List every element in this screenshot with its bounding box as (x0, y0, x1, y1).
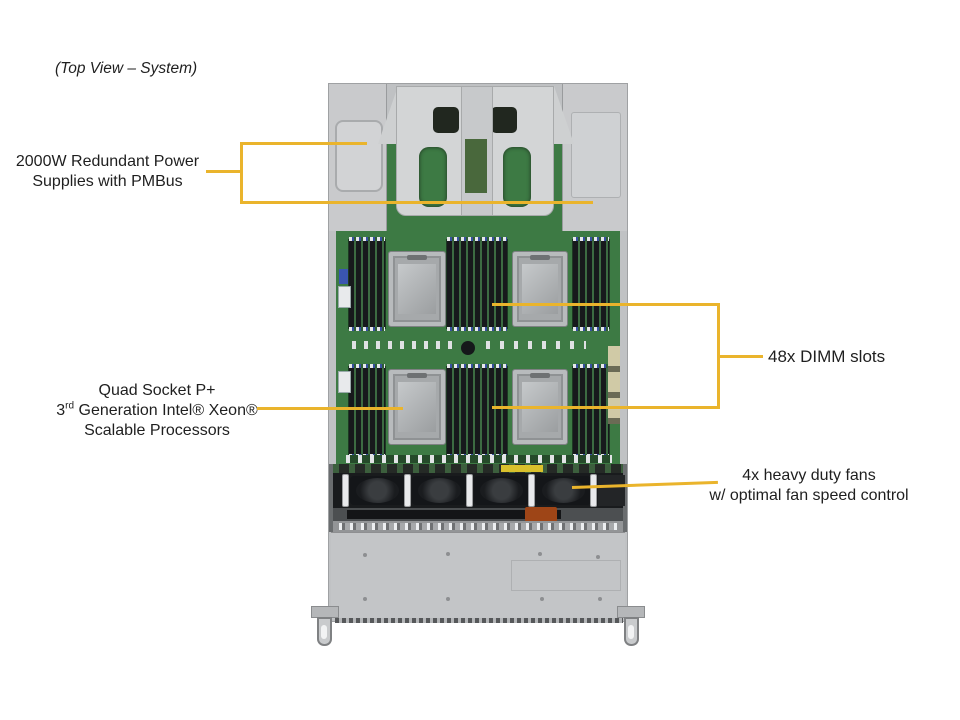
backplane-clip-row (333, 521, 623, 532)
board-components-row-left (352, 341, 452, 349)
fan-board-edge (333, 464, 623, 473)
board-chip (461, 341, 475, 355)
psu-label-line1: 2000W Redundant Power (15, 153, 200, 170)
dimm-callout-top (492, 303, 720, 306)
riser-slots (608, 346, 620, 424)
page-title: (Top View – System) (55, 60, 198, 77)
psu-label: 2000W Redundant Power Supplies with PMBu… (5, 152, 210, 192)
cpu-label-line1: Quad Socket P+ (98, 382, 216, 399)
front-cover (331, 532, 625, 619)
fan-bracket-3 (466, 474, 473, 507)
dimm-bank-top-right (572, 237, 610, 331)
motherboard (336, 231, 620, 464)
psu-bay-left-recess (335, 120, 383, 192)
fan-module-1 (350, 476, 405, 505)
cpu-socket-1 (388, 251, 446, 327)
fan-bracket-5 (590, 474, 597, 507)
screw (596, 555, 600, 559)
edge-connector-blue (339, 269, 348, 284)
fan-bracket-1 (342, 474, 349, 507)
fan-bracket-4 (528, 474, 535, 507)
fan-row (333, 473, 625, 508)
fan-module-2 (412, 476, 467, 505)
dimm-bank-bottom-left (348, 364, 386, 458)
shroud-hole-right (491, 107, 517, 133)
wiring-bar (347, 510, 561, 519)
fan-bracket-2 (404, 474, 411, 507)
rear-section (329, 84, 627, 231)
power-connector-2 (338, 371, 351, 393)
clip-strip (339, 523, 617, 530)
fan-module-3 (474, 476, 529, 505)
fan-label-line2: w/ optimal fan speed control (709, 487, 909, 504)
fan-wiring-channel (333, 507, 623, 522)
server-chassis (328, 83, 628, 623)
psu-bay-right-recess (571, 112, 621, 198)
fan-row-side-panel (598, 475, 625, 506)
cover-panel-outline (511, 560, 621, 591)
fan-section (329, 464, 627, 532)
fan-module-4 (536, 476, 591, 505)
fan-label-line1: 4x heavy duty fans (742, 467, 876, 484)
dimm-callout-vertical (717, 303, 720, 409)
superscript: rd (65, 400, 75, 412)
psu-bay-right (562, 84, 627, 231)
psu-bay-left (329, 84, 387, 231)
dimm-label: 48x DIMM slots (768, 347, 886, 366)
warning-sticker (501, 465, 543, 472)
screw (446, 597, 450, 601)
screw (363, 597, 367, 601)
shroud-cutout-right (503, 147, 531, 207)
board-components-row-right (486, 341, 586, 349)
screw (363, 553, 367, 557)
shroud-hole-left (433, 107, 459, 133)
cpu-socket-2 (512, 251, 568, 327)
dimm-callout-bottom (492, 406, 720, 409)
screw (540, 597, 544, 601)
orange-cable (525, 507, 557, 522)
air-shroud (396, 86, 554, 216)
rack-ear-left-hole (321, 625, 327, 639)
cpu-label-line3: Scalable Processors (84, 422, 230, 439)
rack-ear-right-hole (628, 625, 634, 639)
cpu-label-line2: 3rd Generation Intel® Xeon® (56, 400, 258, 419)
power-connector-1 (338, 286, 351, 308)
dimm-bank-bottom-center (446, 364, 508, 458)
dimm-bank-bottom-right (572, 364, 610, 458)
cpu-callout-line (257, 407, 403, 410)
fan-label: 4x heavy duty fans w/ optimal fan speed … (697, 466, 921, 506)
psu-callout-stub (206, 170, 243, 173)
cpu-label: Quad Socket P+ 3rd Generation Intel® Xeo… (22, 381, 292, 441)
dimm-callout-stub (719, 355, 763, 358)
psu-callout-vertical (240, 142, 243, 204)
channel-pcb (465, 139, 487, 193)
screw (538, 552, 542, 556)
psu-label-line2: Supplies with PMBus (32, 173, 183, 190)
dimm-bank-top-center (446, 237, 508, 331)
screw (598, 597, 602, 601)
front-vent-edge (335, 618, 623, 623)
shroud-center-channel (461, 87, 493, 215)
dimm-bank-top-left (348, 237, 386, 331)
psu-callout-bottom (240, 201, 593, 204)
front-edge-connectors (346, 455, 612, 463)
psu-callout-top (240, 142, 367, 145)
shroud-cutout-left (419, 147, 447, 207)
screw (446, 552, 450, 556)
